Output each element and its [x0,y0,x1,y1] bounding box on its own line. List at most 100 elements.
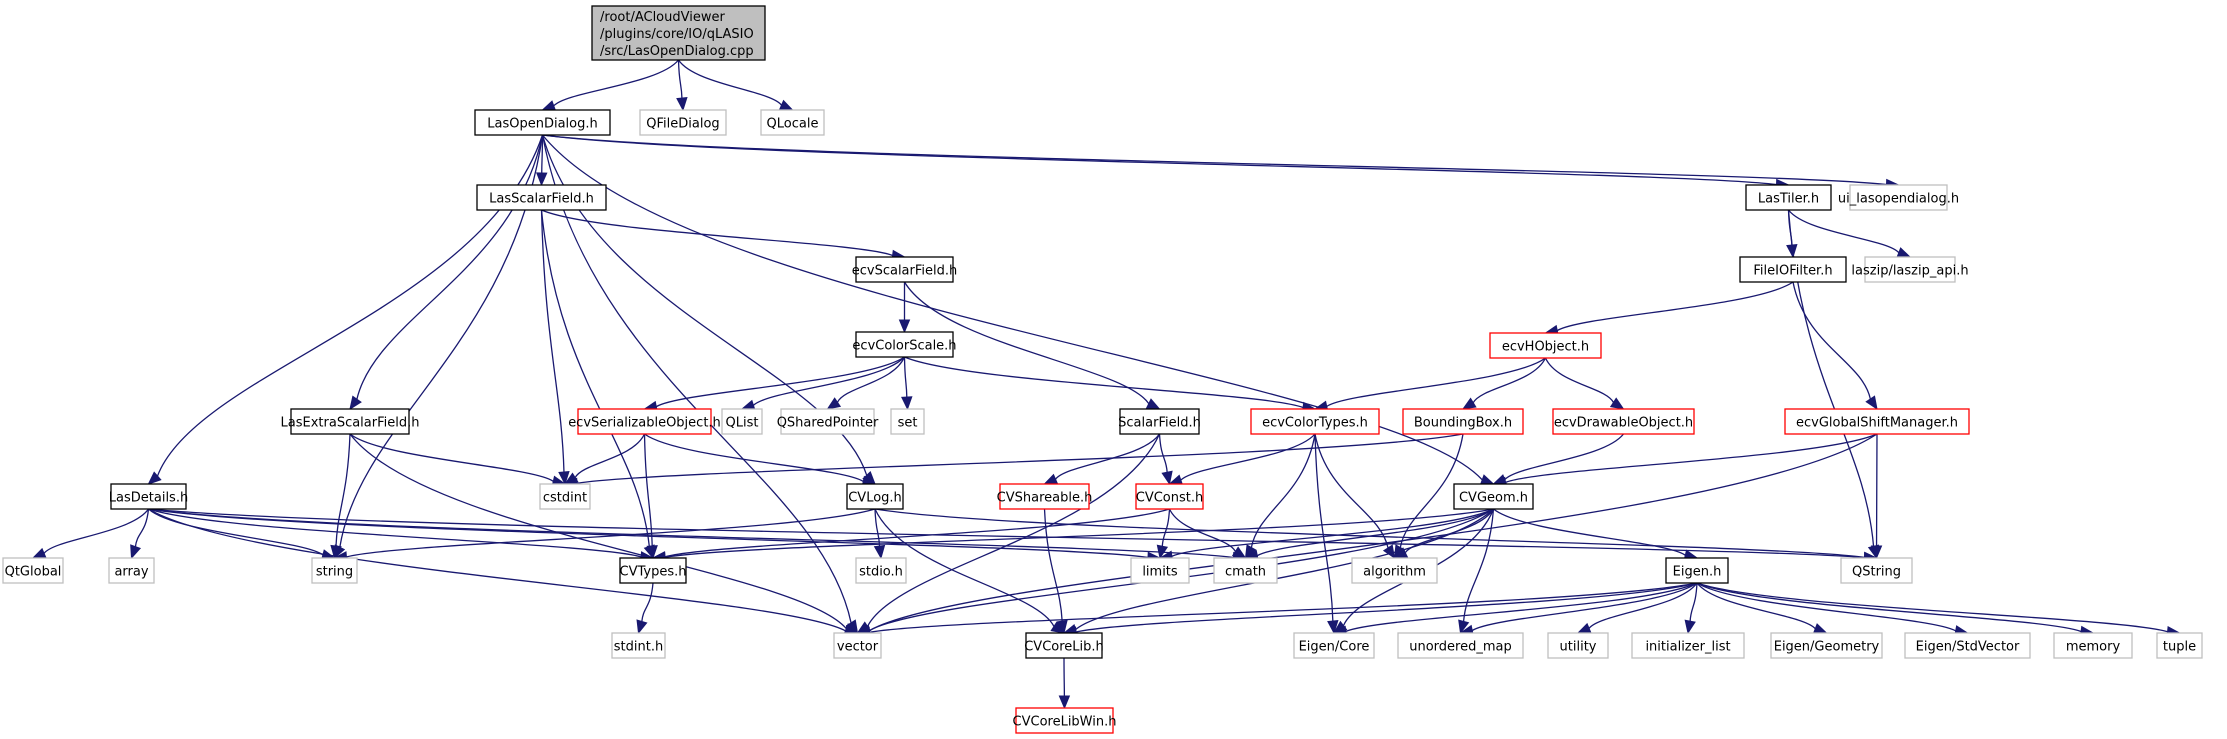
node-CVShareable_h[interactable]: CVShareable.h [997,483,1093,510]
edge-LasOpenDialog_h-to-LasTiler_h [542,134,1777,186]
node-box [1213,557,1278,584]
node-label: cstdint [543,491,587,506]
node-ecvColorTypes_h[interactable]: ecvColorTypes.h [1250,408,1380,435]
edge-Eigen_h-to-Eigen_Core [1345,582,1698,632]
node-label: CVLog.h [848,491,902,506]
node-CVTypes_h[interactable]: CVTypes.h [619,557,687,584]
node-algorithm: algorithm [1351,557,1438,584]
node-LasOpenDialog_h[interactable]: LasOpenDialog.h [474,109,611,136]
node-box [1770,632,1883,659]
arrowhead-CVCoreLib_h-to-CVCoreLibWin_h [1058,695,1071,710]
node-box [846,483,904,510]
arrowhead-ecvHObject_h-to-BoundingBox_h [1461,397,1477,410]
edge-CVTypes_h-to-stdint_h [641,582,654,622]
node-FileIOFilter_h[interactable]: FileIOFilter.h [1739,256,1847,283]
node-laszip_api_h: laszip/laszip_api.h [1851,256,1969,283]
edge-Eigen_h-to-CVCoreLib_h [1075,582,1698,633]
arrowhead-LasScalarField_h-to-cstdint [558,471,570,486]
edge-ecvScalarField_h-to-ScalarField_h [903,281,1150,405]
arrowhead-LasOpenDialog_h-to-LasScalarField_h [536,172,548,187]
edge-ecvColorScale_h-to-ecvSerializableObject_h [655,356,905,408]
node-box [833,632,882,659]
node-label: ui_lasopendialog.h [1838,192,1959,207]
node-label: LasTiler.h [1758,192,1819,207]
node-CVCoreLib_h[interactable]: CVCoreLib.h [1024,632,1104,659]
node-QLocale: QLocale [760,109,825,136]
arrowhead-FileIOFilter_h-to-ecvGlobalShiftManager_h [1865,395,1878,411]
node-root: /root/ACloudViewer/plugins/core/IO/qLASI… [591,5,766,61]
node-ecvScalarField_h[interactable]: ecvScalarField.h [852,256,958,283]
node-QSharedPointer: QSharedPointer [777,408,879,435]
node-label: stdint.h [614,640,663,655]
node-CVConst_h[interactable]: CVConst.h [1135,483,1204,510]
edge-CVConst_h-to-limits [1161,508,1171,547]
node-memory: memory [2053,632,2133,659]
node-ecvDrawableObject_h[interactable]: ecvDrawableObject.h [1552,408,1695,435]
node-CVLog_h[interactable]: CVLog.h [846,483,904,510]
node-box [1631,632,1745,659]
edge-ecvColorScale_h-to-ecvColorTypes_h [904,356,1304,409]
edge-LasScalarField_h-to-CVTypes_h [540,209,650,547]
edge-LasDetails_h-to-QString [148,508,1865,559]
node-CVGeom_h[interactable]: CVGeom.h [1453,483,1534,510]
node-label: initializer_list [1645,640,1730,655]
node-box [1547,632,1609,659]
node-CVCoreLibWin_h[interactable]: CVCoreLibWin.h [1013,707,1117,734]
node-vector: vector [833,632,882,659]
node-QtGlobal: QtGlobal [2,557,64,584]
node-box [1864,256,1956,283]
node-ecvColorScale_h[interactable]: ecvColorScale.h [852,331,957,358]
edge-Eigen_h-to-initializer_list [1689,582,1698,622]
arrowhead-ecvScalarField_h-to-ScalarField_h [1145,398,1161,410]
edge-CVGeom_h-to-CVTypes_h [664,508,1494,558]
edge-LasOpenDialog_h-to-CVGeom_h [541,134,1483,481]
node-ui_lasopendialog_h: ui_lasopendialog.h [1838,184,1959,211]
arrowhead-ecvColorTypes_h-to-Eigen_Core [1327,620,1339,635]
edge-LasOpenDialog_h-to-LasScalarField_h [541,134,544,174]
node-label: limits [1142,565,1178,580]
node-label: cmath [1225,565,1266,580]
node-ScalarField_h[interactable]: ScalarField.h [1118,408,1201,435]
node-box [1397,632,1524,659]
node-box [1351,557,1438,584]
node-box [2053,632,2133,659]
edge-LasExtraScalarField_h-to-cstdint [349,433,554,482]
edge-ecvColorScale_h-to-QSharedPointer [836,356,906,403]
arrowhead-LasOpenDialog_h-to-LasExtraScalarField_h [349,395,362,411]
edge-Eigen_h-to-unordered_map [1471,582,1698,632]
arrowhead-LasDetails_h-to-array [130,544,142,560]
node-BoundingBox_h[interactable]: BoundingBox.h [1402,408,1524,435]
node-LasExtraScalarField_h[interactable]: LasExtraScalarField.h [281,408,420,435]
node-LasTiler_h[interactable]: LasTiler.h [1745,184,1832,211]
node-label: CVGeom.h [1459,491,1528,506]
node-box [1135,483,1204,510]
arrowhead-root-to-QLocale [778,99,794,111]
node-box [311,557,358,584]
arrowhead-CVConst_h-to-limits [1156,544,1169,560]
node-ecvHObject_h[interactable]: ecvHObject.h [1489,332,1602,359]
arrowhead-ecvScalarField_h-to-ecvColorScale_h [898,319,911,334]
arrowhead-CVTypes_h-to-stdint_h [636,619,648,635]
node-box [110,483,187,510]
node-box [1453,483,1534,510]
edge-ecvHObject_h-to-BoundingBox_h [1472,357,1547,404]
node-box [721,408,763,435]
edge-ecvColorTypes_h-to-cmath [1250,433,1316,548]
node-LasScalarField_h[interactable]: LasScalarField.h [476,184,607,211]
edge-LasScalarField_h-to-ecvScalarField_h [541,209,893,257]
node-ecvSerializableObject_h[interactable]: ecvSerializableObject.h [568,408,721,435]
node-box [108,557,155,584]
edge-FileIOFilter_h-to-ecvGlobalShiftManager_h [1792,281,1872,400]
node-Eigen_h[interactable]: Eigen.h [1665,557,1729,584]
node-ecvGlobalShiftManager_h[interactable]: ecvGlobalShiftManager.h [1784,408,1970,435]
arrowhead-ecvGlobalShiftManager_h-to-QString [1870,545,1883,560]
node-box [1250,408,1380,435]
node-Eigen_StdVector: Eigen/StdVector [1904,632,2031,659]
arrowhead-LasDetails_h-to-QtGlobal [31,547,47,559]
node-label: LasExtraScalarField.h [281,416,420,431]
arrowhead-ecvColorScale_h-to-QSharedPointer [826,397,842,410]
arrowhead-Eigen_h-to-Eigen_Geometry [1812,623,1828,634]
node-label: CVConst.h [1136,491,1203,506]
node-LasDetails_h[interactable]: LasDetails.h [109,483,188,510]
